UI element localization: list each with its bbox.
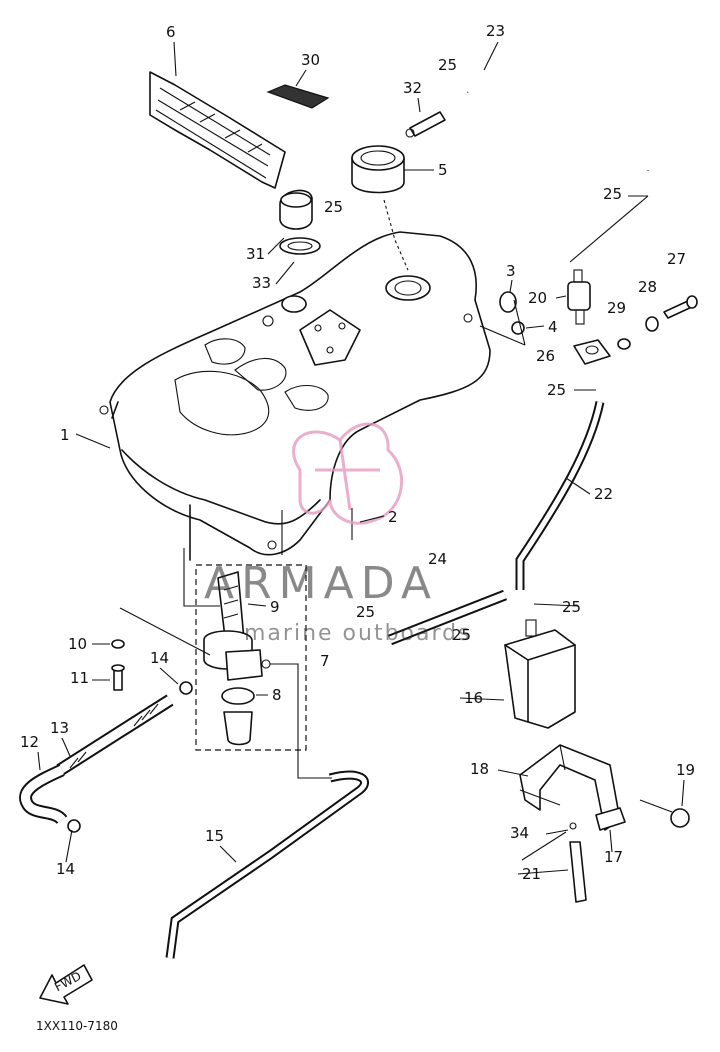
breather-fitting <box>405 111 446 138</box>
callout: 28 <box>638 278 657 296</box>
callout: 25 <box>452 626 471 644</box>
callout: 3 <box>506 262 516 280</box>
hose-routing-line <box>270 663 332 779</box>
callout: 20 <box>528 289 547 307</box>
rubber-grommet <box>499 291 525 335</box>
fuel-filter-valve <box>567 269 591 325</box>
callout: 11 <box>70 669 89 687</box>
leader-line <box>569 195 649 263</box>
filler-cap <box>351 145 409 271</box>
callout: 25 <box>438 56 457 74</box>
fuel-tank <box>99 231 491 561</box>
callout: 29 <box>607 299 626 317</box>
bolt-washer <box>111 639 125 691</box>
diagram-code: 1XX110-7180 <box>36 1019 118 1033</box>
callout: 25 <box>603 185 622 203</box>
screw <box>639 799 690 828</box>
clip <box>569 822 577 830</box>
clamp-bracket <box>573 339 611 365</box>
callout: 34 <box>510 824 529 842</box>
canister-bracket <box>519 744 626 831</box>
vent-cap <box>279 189 313 230</box>
callout: 8 <box>272 686 282 704</box>
fuel-hose <box>56 694 174 776</box>
watermark-brand: ARMADA <box>204 558 438 609</box>
fuel-cock-assembly <box>195 564 307 751</box>
callout: 14 <box>150 649 169 667</box>
hose-23 <box>466 58 651 171</box>
washer <box>617 316 659 350</box>
bolt <box>663 295 698 319</box>
callout: 13 <box>50 719 69 737</box>
callout: 16 <box>464 689 483 707</box>
callout: 15 <box>205 827 224 845</box>
watermark-logo: ARMADA marine outboards <box>204 422 472 646</box>
callout: 25 <box>356 603 375 621</box>
callout: 33 <box>252 274 271 292</box>
callout: 30 <box>301 51 320 69</box>
callout: 21 <box>522 865 541 883</box>
canister <box>504 619 576 729</box>
callout: 5 <box>438 161 448 179</box>
callout: 25 <box>562 598 581 616</box>
callout: 23 <box>486 22 505 40</box>
callout: 25 <box>324 198 343 216</box>
hose-15 <box>165 770 369 959</box>
callout: 7 <box>320 652 330 670</box>
callout: 10 <box>68 635 87 653</box>
callout: 9 <box>270 598 280 616</box>
callout: 4 <box>548 318 558 336</box>
callout: 12 <box>20 733 39 751</box>
callout: 19 <box>676 761 695 779</box>
callout: 25 <box>547 381 566 399</box>
leader-lines-fitting <box>479 299 526 346</box>
callout: 17 <box>604 848 623 866</box>
hose-24 <box>387 589 508 646</box>
elbow-hose <box>19 764 68 825</box>
seat-bracket <box>149 71 286 189</box>
hose-clamp <box>279 237 321 255</box>
damper-pad <box>266 84 330 109</box>
hose-clip <box>67 681 193 833</box>
watermark-tagline: marine outboards <box>244 621 472 646</box>
hose-21 <box>569 841 587 903</box>
fwd-arrow: FWD <box>39 964 93 1005</box>
callout: 24 <box>428 550 447 568</box>
callout: 32 <box>403 79 422 97</box>
callout: 6 <box>166 23 176 41</box>
hose-22 <box>515 401 605 590</box>
callout: 31 <box>246 245 265 263</box>
leader-lines-main <box>119 508 353 656</box>
callout: 26 <box>536 347 555 365</box>
callout: 27 <box>667 250 686 268</box>
callout: 14 <box>56 860 75 878</box>
callout-leaders <box>37 41 685 875</box>
callout: 18 <box>470 760 489 778</box>
callout-labels: 1 2 3 4 5 6 7 8 9 10 11 12 13 14 14 15 1… <box>20 22 695 883</box>
callout: 1 <box>60 426 70 444</box>
callout: 22 <box>594 485 613 503</box>
callout: 2 <box>388 508 398 526</box>
